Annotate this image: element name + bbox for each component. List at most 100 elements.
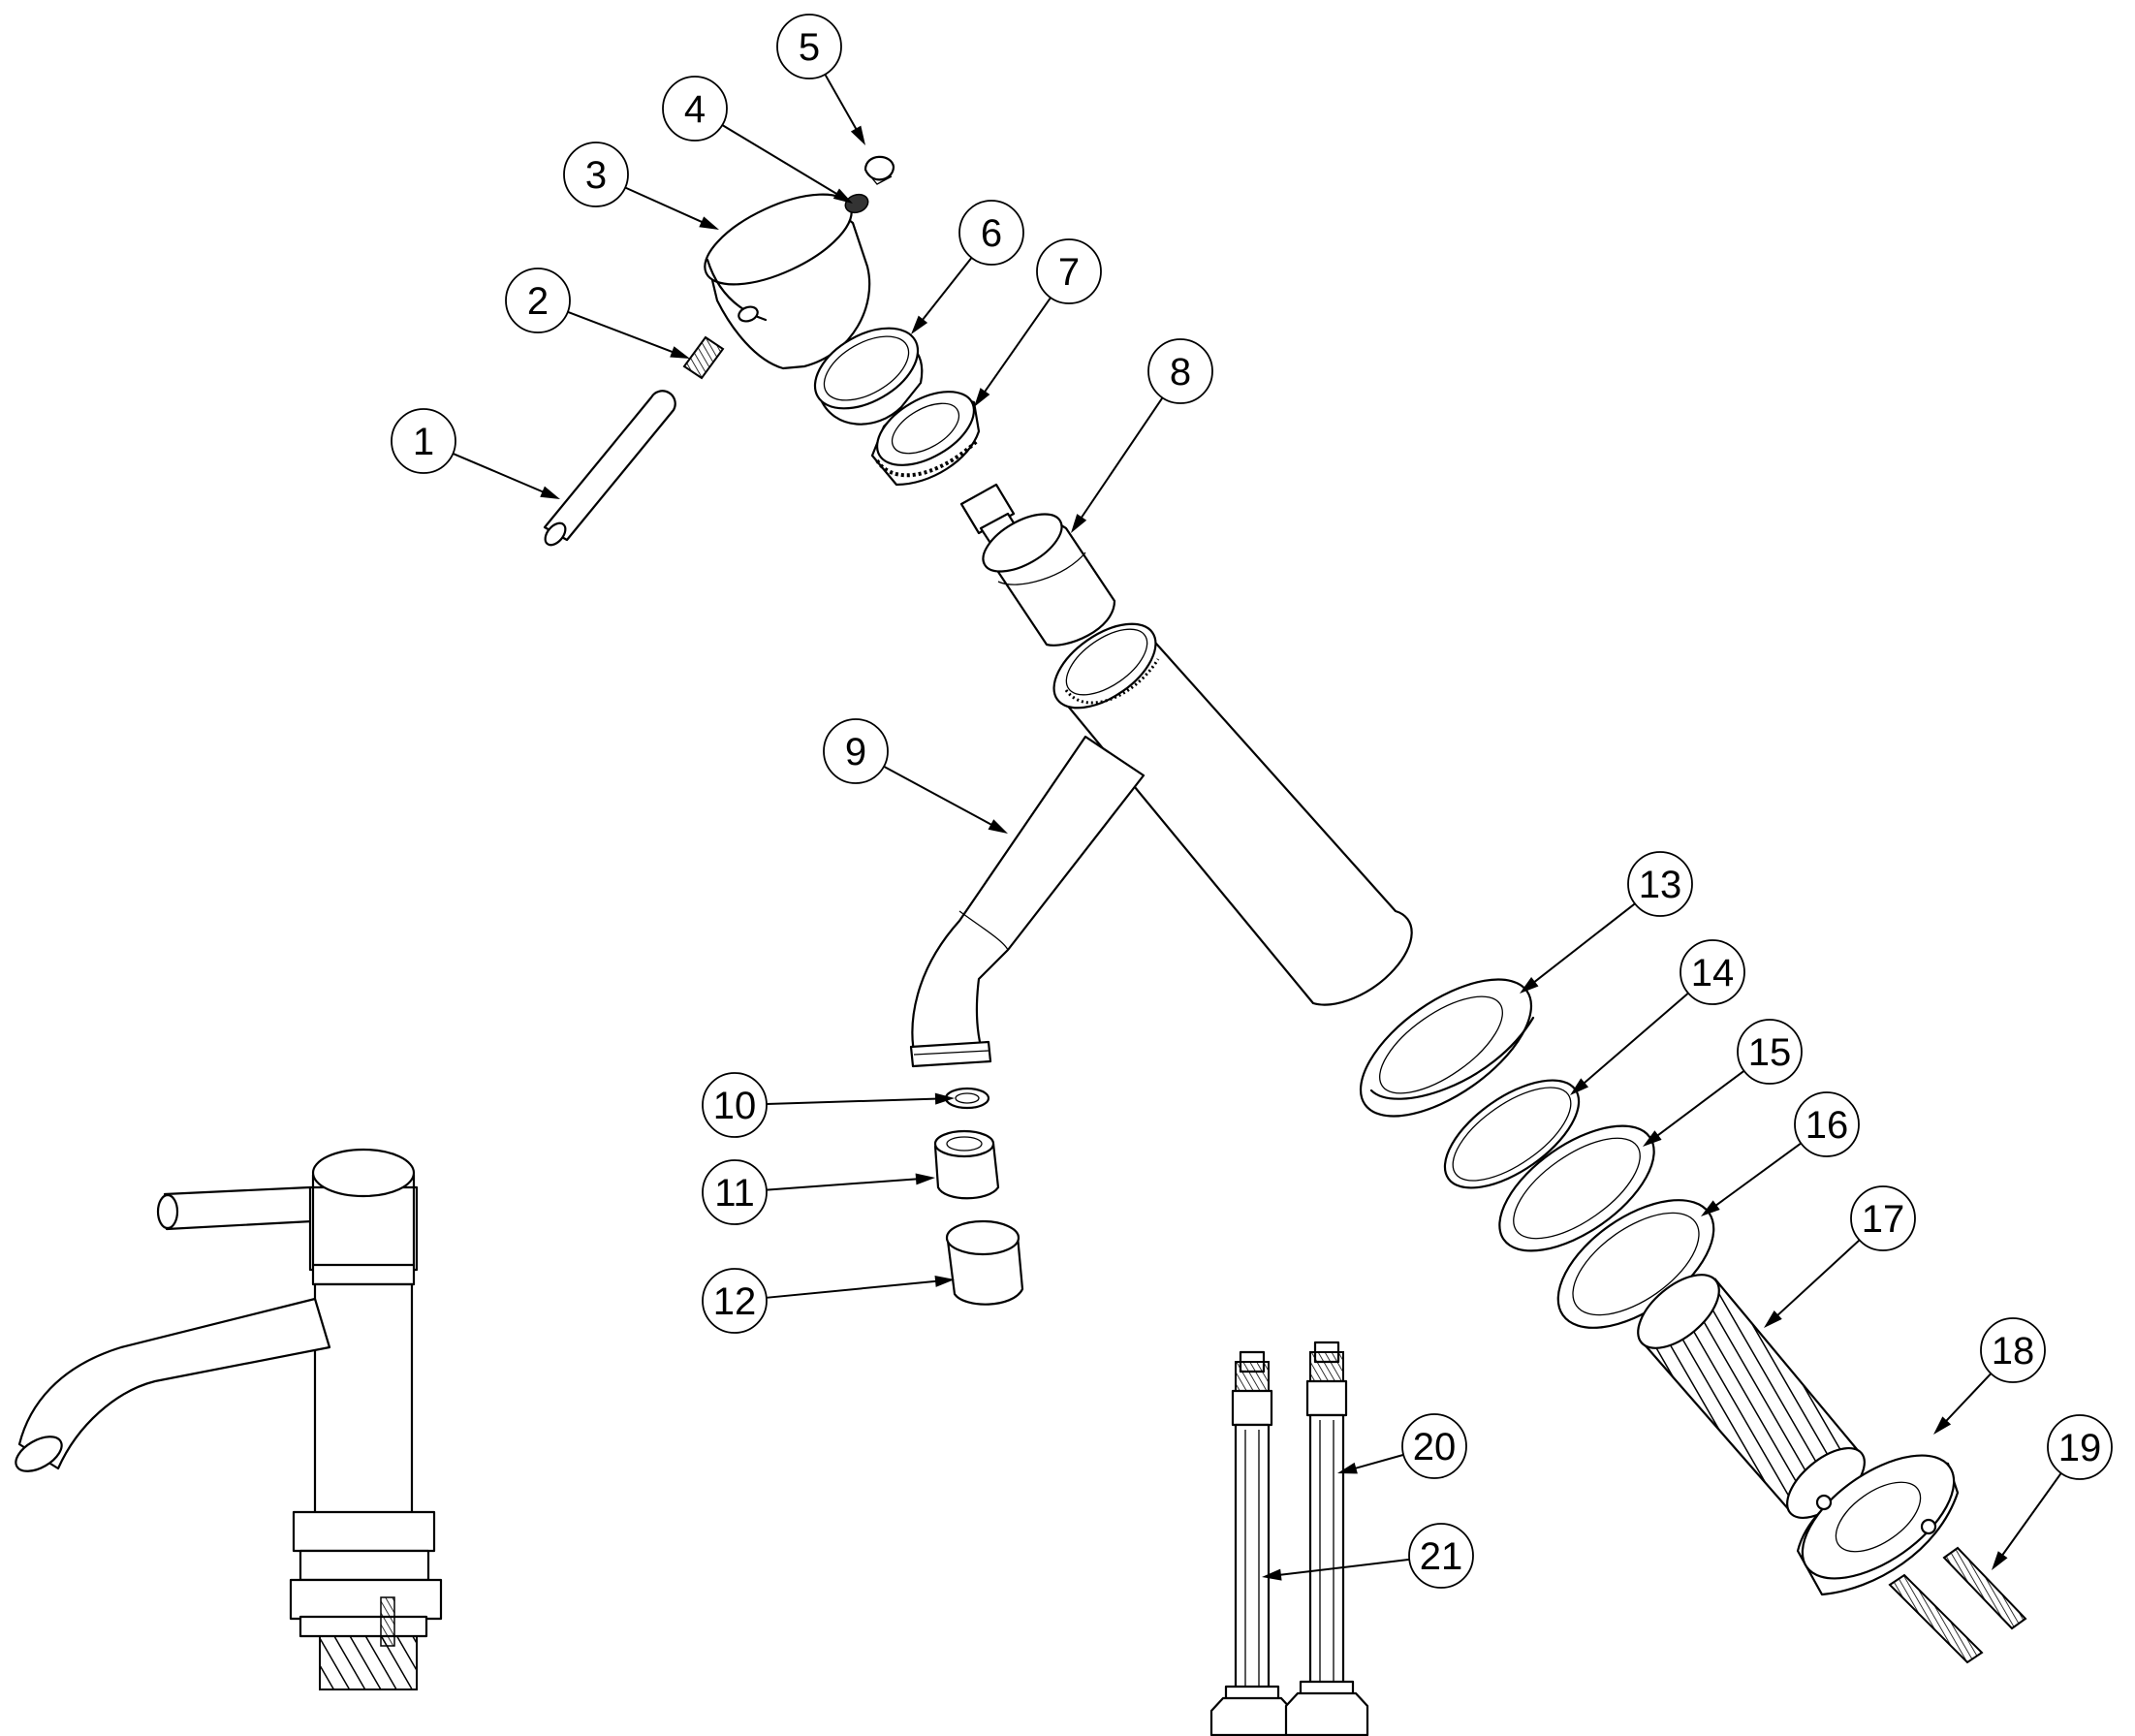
part-grub-screw [682,335,725,380]
callout-arrowhead [1520,976,1539,994]
callout-arrowhead [1262,1568,1282,1581]
callout-leader-line [824,74,859,133]
callout-leader-line [766,1279,940,1299]
callout-13: 13 [1520,851,1693,994]
part-dome-cap [863,155,895,185]
callout-number: 8 [1170,351,1191,394]
callout-arrowhead [1701,1200,1720,1216]
callout-arrowhead [934,1275,955,1287]
callout-number: 13 [1639,864,1682,906]
callout-9: 9 [823,718,1008,834]
part-lever-rod [543,390,676,547]
callout-bubble [702,1268,768,1334]
callout-leader-line [1276,1558,1410,1577]
part-cartridge [959,483,1116,647]
part-shroud-ring [813,327,924,426]
callout-bubble [1737,1019,1803,1085]
callout-number: 5 [799,26,820,69]
callout-bubble [563,142,629,207]
callout-5: 5 [776,14,865,145]
callout-leader-line [1079,396,1164,521]
callout-arrowhead [915,1173,935,1185]
callout-leader-line [721,124,840,197]
callout-number: 15 [1748,1031,1792,1074]
callout-arrowhead [1337,1462,1358,1474]
callout-number: 3 [585,154,607,197]
callout-arrowhead [934,1092,955,1105]
part-flex-hose-left [1209,1350,1295,1736]
callout-leader-line [452,453,547,494]
callout-15: 15 [1643,1019,1803,1147]
part-mounting-plate [1796,1454,1960,1596]
callout-number: 6 [981,212,1002,255]
callout-17: 17 [1764,1185,1916,1328]
callout-bubble [1627,851,1693,917]
callout-number: 1 [413,421,434,463]
callout-16: 16 [1701,1091,1860,1216]
callout-arrowhead [540,486,560,499]
callout-leader-line [1581,992,1689,1087]
callout-bubble [702,1072,768,1138]
callout-2: 2 [505,268,690,359]
callout-leader-line [766,1178,921,1191]
callout-bubble [1036,238,1102,304]
callout-leader-line [982,297,1052,395]
callout-leader-line [1943,1373,1993,1425]
callout-number: 16 [1805,1104,1849,1147]
part-threaded-shank [1637,1274,1866,1520]
callout-leader-line [1531,902,1636,985]
callout-bubble [1680,939,1745,1005]
callout-6: 6 [911,200,1024,334]
callout-bubble [391,408,456,474]
callout-4: 4 [662,76,853,204]
part-aerator-housing [945,1219,1024,1306]
callout-number: 20 [1413,1426,1457,1468]
callout-bubble [1408,1523,1474,1589]
part-locking-nut [870,391,981,487]
callout-leader-line [1712,1142,1802,1209]
callout-number: 9 [845,731,866,773]
callout-bubble [1980,1317,2046,1383]
callout-leader-line [624,186,706,225]
callout-18: 18 [1933,1317,2046,1435]
part-flange-ring [1359,978,1535,1118]
part-aerator-insert [933,1129,1000,1200]
callout-bubble [505,268,571,333]
callout-arrowhead [832,188,853,204]
callout-1: 1 [391,408,560,499]
callout-number: 7 [1058,251,1080,294]
callout-10: 10 [702,1072,955,1138]
callout-arrowhead [1643,1130,1662,1147]
callout-arrowhead [1764,1310,1782,1328]
callout-bubble [1794,1091,1860,1157]
callout-arrowhead [988,819,1008,834]
callout-number: 19 [2058,1427,2102,1469]
callout-leader-line [1654,1069,1745,1139]
callout-arrowhead [911,315,928,334]
callout-number: 11 [714,1172,755,1215]
callout-11: 11 [702,1159,935,1225]
part-stud-bolts [1888,1546,2027,1664]
callout-20: 20 [1337,1413,1467,1479]
callout-arrowhead [670,346,690,359]
part-flex-hose-right [1284,1341,1369,1736]
callout-leader-line [567,310,676,355]
callout-arrowhead [1933,1416,1952,1435]
callout-bubble [702,1159,768,1225]
callout-19: 19 [1992,1414,2113,1570]
callout-leader-line [1999,1472,2062,1559]
part-set-screw [844,193,869,214]
assembled-faucet [15,1148,443,1690]
part-faucet-body [909,622,1413,1068]
callout-bubble [1850,1185,1916,1251]
callout-arrowhead [1992,1551,2008,1570]
callout-7: 7 [974,238,1102,407]
part-handle-cap [704,193,871,370]
callout-number: 14 [1691,952,1735,994]
callout-bubble [2047,1414,2113,1480]
callout-12: 12 [702,1268,955,1334]
callout-bubble [823,718,889,784]
callout-leader-line [920,257,973,324]
